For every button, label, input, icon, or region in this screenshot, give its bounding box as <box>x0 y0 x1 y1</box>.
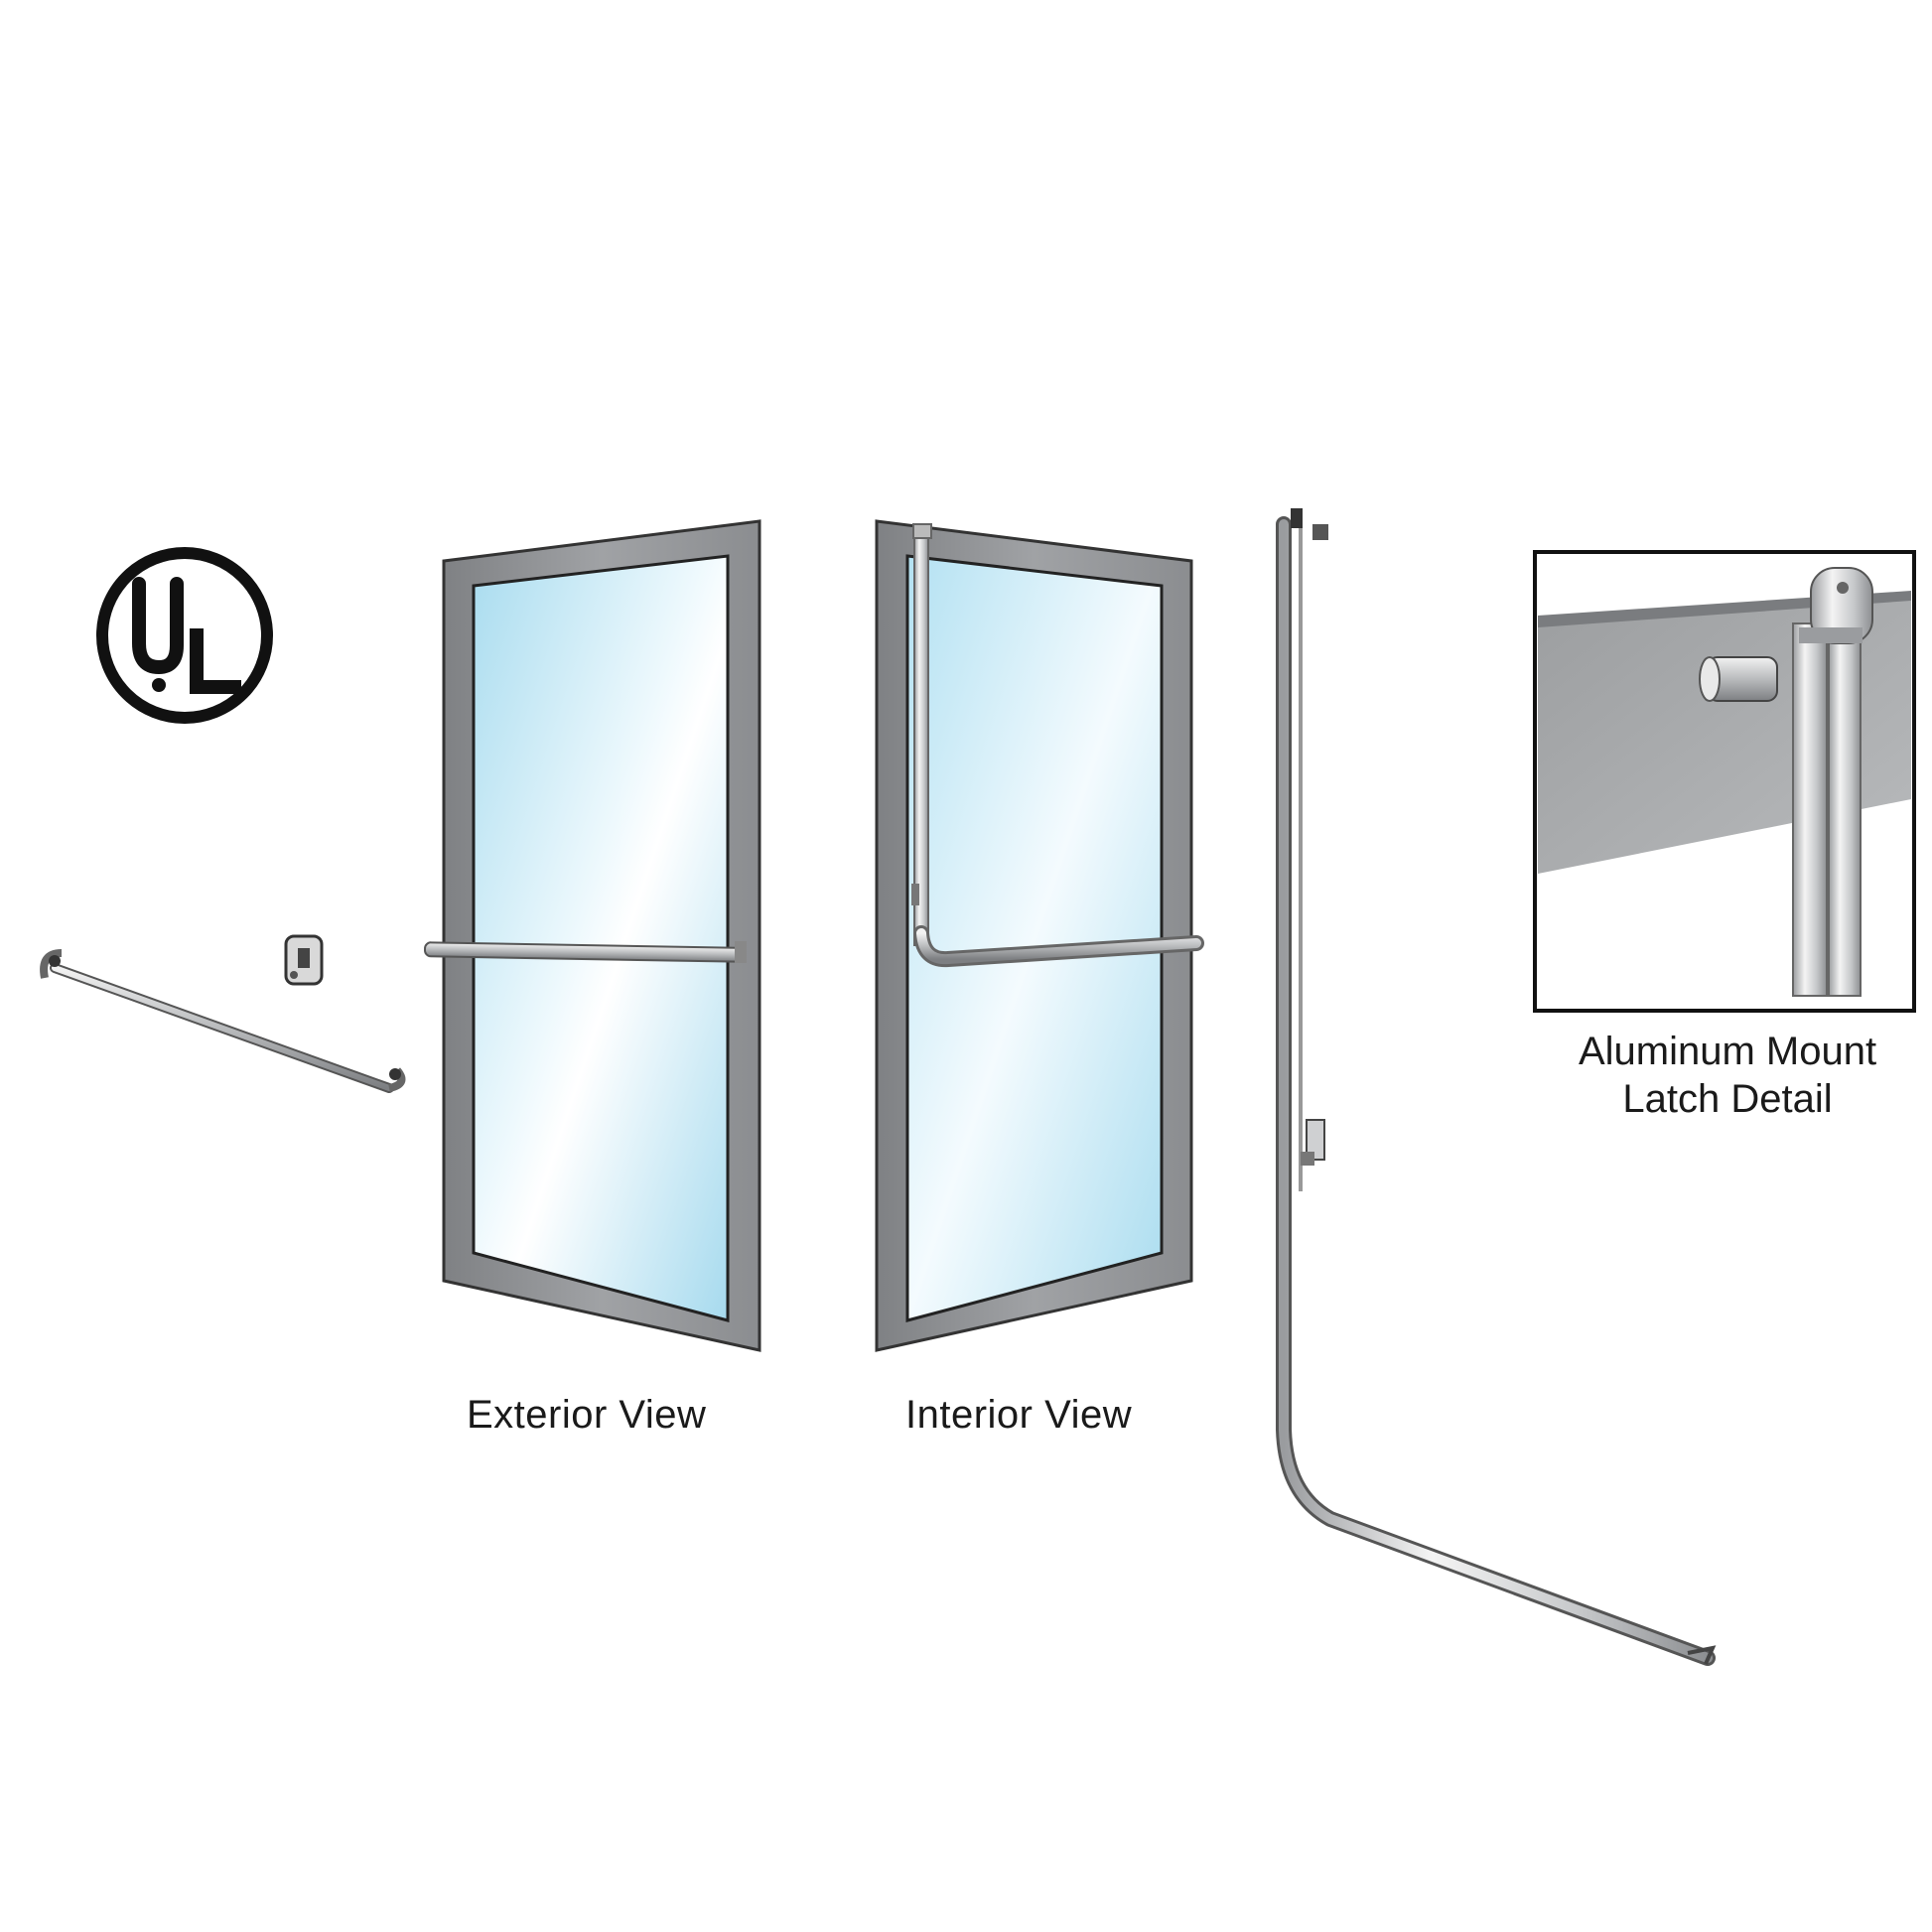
exterior-view-label: Exterior View <box>467 1393 707 1437</box>
ul-logo-icon <box>96 547 273 724</box>
vertical-rod-assembly <box>1276 508 1717 1666</box>
latch-keeper-icon <box>284 934 324 986</box>
detail-caption: Aluminum Mount Latch Detail <box>1529 1028 1926 1123</box>
exterior-door <box>424 519 761 1352</box>
detail-caption-line2: Latch Detail <box>1622 1077 1833 1121</box>
interior-door <box>875 519 1204 1352</box>
latch-detail-inset <box>1533 550 1916 1013</box>
pull-handle-icon <box>40 949 406 1093</box>
interior-view-label: Interior View <box>905 1393 1133 1437</box>
detail-caption-line1: Aluminum Mount <box>1578 1030 1877 1073</box>
